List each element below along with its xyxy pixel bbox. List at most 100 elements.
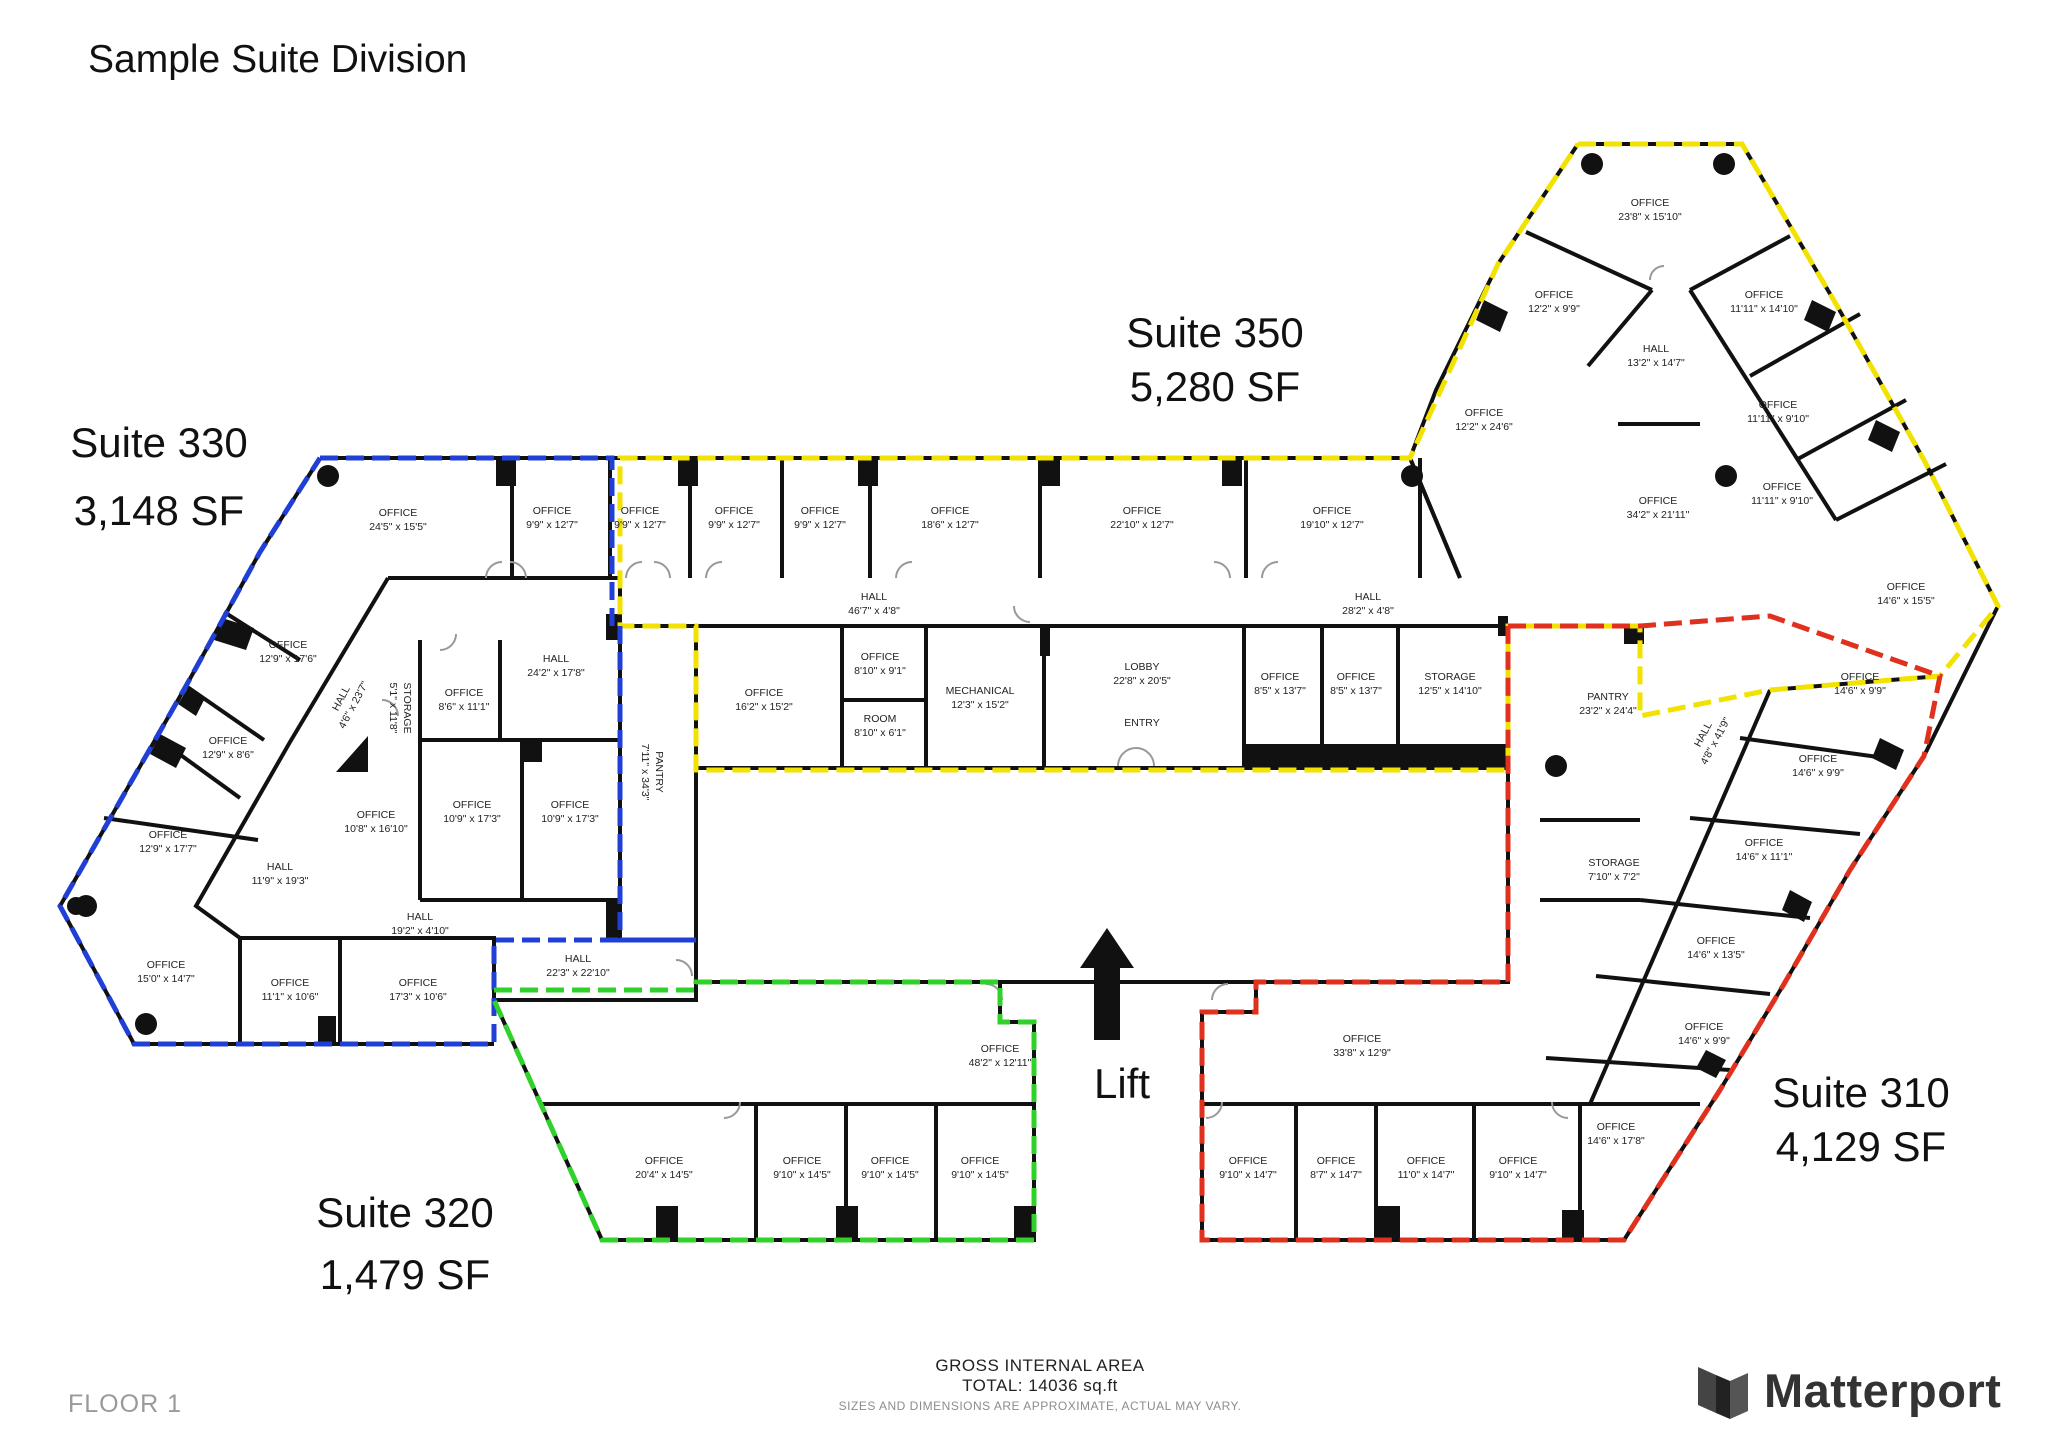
room-dimensions: 9'10" x 14'7" [1489,1169,1547,1181]
room-dimensions: 12'5" x 14'10" [1418,685,1482,697]
room-dimensions: 24'2" x 17'8" [527,667,585,679]
room-dimensions: 11'1" x 10'6" [262,991,319,1003]
room-dimensions: 8'7" x 14'7" [1310,1169,1362,1181]
room-name: OFFICE [861,651,900,663]
room-name: MECHANICAL [946,685,1015,697]
room-dimensions: 22'10" x 12'7" [1110,519,1174,531]
room-dimensions: 10'9" x 17'3" [443,813,501,825]
room-dimensions: 20'4" x 14'5" [635,1169,693,1181]
room-name: OFFICE [981,1043,1020,1055]
room-name: OFFICE [1697,935,1736,947]
room-name: OFFICE [1631,197,1670,209]
room-name: OFFICE [1639,495,1678,507]
room-dimensions: 11'11" x 14'10" [1730,303,1798,315]
room-dimensions: 8'6" x 11'1" [439,701,490,713]
room-dimensions: 22'8" x 20'5" [1113,675,1171,687]
disclaimer: SIZES AND DIMENSIONS ARE APPROXIMATE, AC… [838,1399,1242,1413]
suite-label-350: Suite 350 5,280 SF [1100,306,1330,414]
room-dimensions: 8'10" x 6'1" [854,727,906,739]
room-dimensions: 14'6" x 15'5" [1877,595,1935,607]
room-dimensions: 46'7" x 4'8" [848,605,900,617]
room-name: OFFICE [871,1155,910,1167]
room-name: OFFICE [645,1155,684,1167]
room-dimensions: 23'8" x 15'10" [1618,211,1682,223]
room-dimensions: 9'9" x 12'7" [526,519,578,531]
room-label: ENTRY [1124,717,1159,729]
room-name: OFFICE [1887,581,1926,593]
page-title: Sample Suite Division [88,38,468,81]
room-dimensions: 9'9" x 12'7" [614,519,666,531]
room-name: OFFICE [1465,407,1504,419]
suite-310-boundary [1199,613,1943,1243]
room-name: OFFICE [1123,505,1162,517]
columns [67,153,1904,1240]
room-label: HALL 24'2" x 17'8" [527,653,585,679]
suite-name: Suite 330 [70,419,248,466]
room-dimensions: 23'2" x 24'4" [1579,705,1637,717]
room-label: OFFICE 14'6" x 15'5" [1877,581,1935,607]
suite-area: 5,280 SF [1129,363,1301,410]
room-dimensions: 8'5" x 13'7" [1330,685,1382,697]
room-name: HALL [861,591,887,603]
room-dimensions: 14'6" x 9'9" [1792,767,1844,779]
room-name: STORAGE [1588,857,1639,869]
room-dimensions: 33'8" x 12'9" [1333,1047,1391,1059]
room-name: OFFICE [1261,671,1300,683]
room-name: OFFICE [1337,671,1376,683]
room-name: HALL [543,653,569,665]
room-dimensions: 17'3" x 10'6" [389,991,447,1003]
room-name: OFFICE [399,977,438,989]
room-name: OFFICE [533,505,572,517]
room-name: ENTRY [1124,717,1159,729]
gia-title: GROSS INTERNAL AREA [935,1356,1145,1375]
room-label: OFFICE 34'2" x 21'11" [1627,495,1690,521]
room-name: OFFICE [1759,399,1798,411]
room-label: OFFICE 22'10" x 12'7" [1110,505,1174,531]
room-dimensions: 34'2" x 21'11" [1627,509,1690,521]
room-label: OFFICE 9'9" x 12'7" [526,505,578,531]
room-dimensions: 12'9" x 8'6" [202,749,254,761]
suite-label-320: Suite 320 1,479 SF [290,1186,520,1302]
room-name: OFFICE [551,799,590,811]
matterport-logo-icon [1698,1367,1748,1419]
room-dimensions: 9'10" x 14'5" [773,1169,831,1181]
room-name: OFFICE [621,505,660,517]
room-name: OFFICE [1535,289,1574,301]
room-dimensions: 12'9" x 17'7" [139,843,197,855]
room-dimensions: 28'2" x 4'8" [1342,605,1394,617]
room-dimensions: 22'3" x 22'10" [546,967,610,979]
room-name: OFFICE [209,735,248,747]
suite-320-boundary [491,979,1037,1243]
room-name: HALL [1643,343,1669,355]
room-dimensions: 14'6" x 9'9" [1834,685,1886,697]
room-label: OFFICE 8'5" x 13'7" [1330,671,1382,697]
room-name: PANTRY [1587,691,1629,703]
